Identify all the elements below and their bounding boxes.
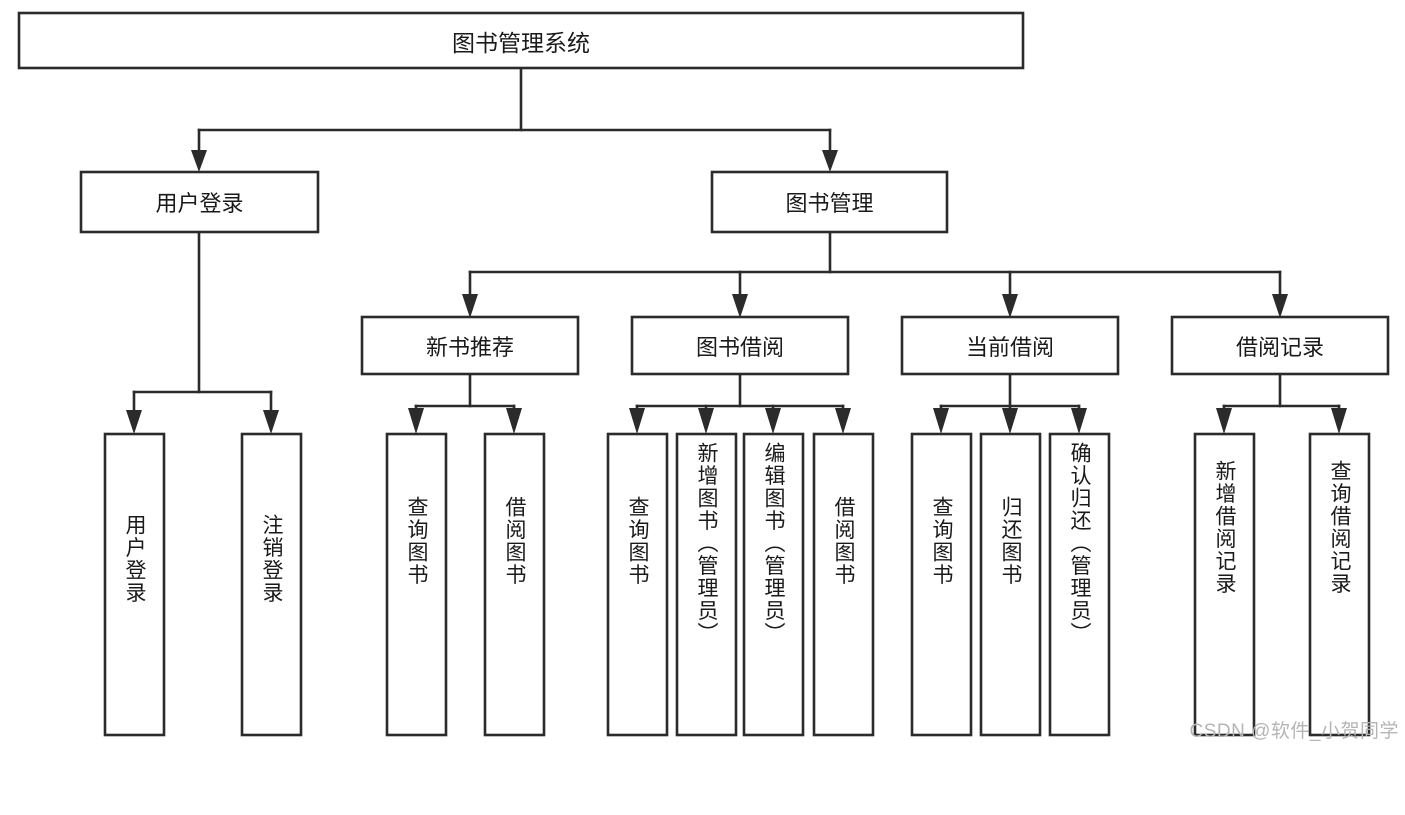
arrow-curborrow-leaf3 [1071, 408, 1087, 434]
arrow-borrowrec-leaf1 [1216, 408, 1232, 434]
connector-group-new-book-rec [408, 372, 522, 434]
node-box-new-book-rec[interactable] [360, 315, 580, 376]
node-box-book-mgmt[interactable] [710, 170, 949, 234]
arrow-bookborrow-leaf1 [629, 408, 645, 434]
arrow-curborrow-leaf2 [1002, 408, 1018, 434]
connector-group-current-borrow [933, 372, 1087, 434]
connector-group-book-borrow [629, 372, 851, 434]
node-box-leaf-rec-borrow-book[interactable] [483, 432, 546, 737]
connector-group-root [191, 66, 838, 172]
connector-group-user-login [126, 230, 279, 434]
flowchart-svg [17, 11, 1390, 737]
arrow-userlogin-leaf2 [263, 410, 279, 434]
node-box-leaf-borrow-edit-book[interactable] [742, 432, 805, 737]
connector-group-book-mgmt [462, 230, 1288, 318]
node-box-current-borrow[interactable] [900, 315, 1120, 376]
arrow-root-to-book-mgmt [822, 150, 838, 172]
node-box-leaf-rec-query-record[interactable] [1308, 432, 1371, 737]
node-box-leaf-cur-return-book[interactable] [979, 432, 1042, 737]
arrow-borrowrec-leaf2 [1331, 408, 1347, 434]
arrow-bookmgmt-l3d [1272, 294, 1288, 318]
node-box-leaf-cur-query-book[interactable] [910, 432, 973, 737]
arrow-userlogin-leaf1 [126, 410, 142, 434]
node-box-root[interactable] [17, 11, 1025, 70]
arrow-newbookrec-leaf2 [506, 408, 522, 434]
arrow-curborrow-leaf1 [933, 408, 949, 434]
node-box-leaf-logout[interactable] [240, 432, 303, 737]
node-box-leaf-rec-query-book[interactable] [385, 432, 448, 737]
node-box-leaf-borrow-borrow-book[interactable] [812, 432, 875, 737]
node-box-borrow-record[interactable] [1170, 315, 1390, 376]
arrow-newbookrec-leaf1 [408, 408, 424, 434]
node-box-book-borrow[interactable] [630, 315, 850, 376]
connector-group-borrow-record [1216, 372, 1347, 434]
arrow-bookborrow-leaf3 [765, 408, 781, 434]
node-box-leaf-user-login[interactable] [103, 432, 166, 737]
node-box-user-login[interactable] [79, 170, 320, 234]
arrow-bookborrow-leaf4 [835, 408, 851, 434]
diagram-canvas: 图书管理系统 用户登录 图书管理 新书推荐 图书借阅 当前借阅 借阅记录 用户登… [17, 11, 1399, 742]
arrow-bookborrow-leaf2 [698, 408, 714, 434]
arrow-root-to-user-login [191, 150, 207, 172]
arrow-bookmgmt-l3b [732, 294, 748, 318]
arrow-bookmgmt-l3c [1002, 294, 1018, 318]
node-box-leaf-rec-add-record[interactable] [1193, 432, 1256, 737]
node-box-leaf-cur-confirm-return[interactable] [1048, 432, 1111, 737]
node-box-leaf-borrow-query-book[interactable] [606, 432, 669, 737]
node-box-leaf-borrow-add-book[interactable] [675, 432, 738, 737]
arrow-bookmgmt-l3a [462, 294, 478, 318]
